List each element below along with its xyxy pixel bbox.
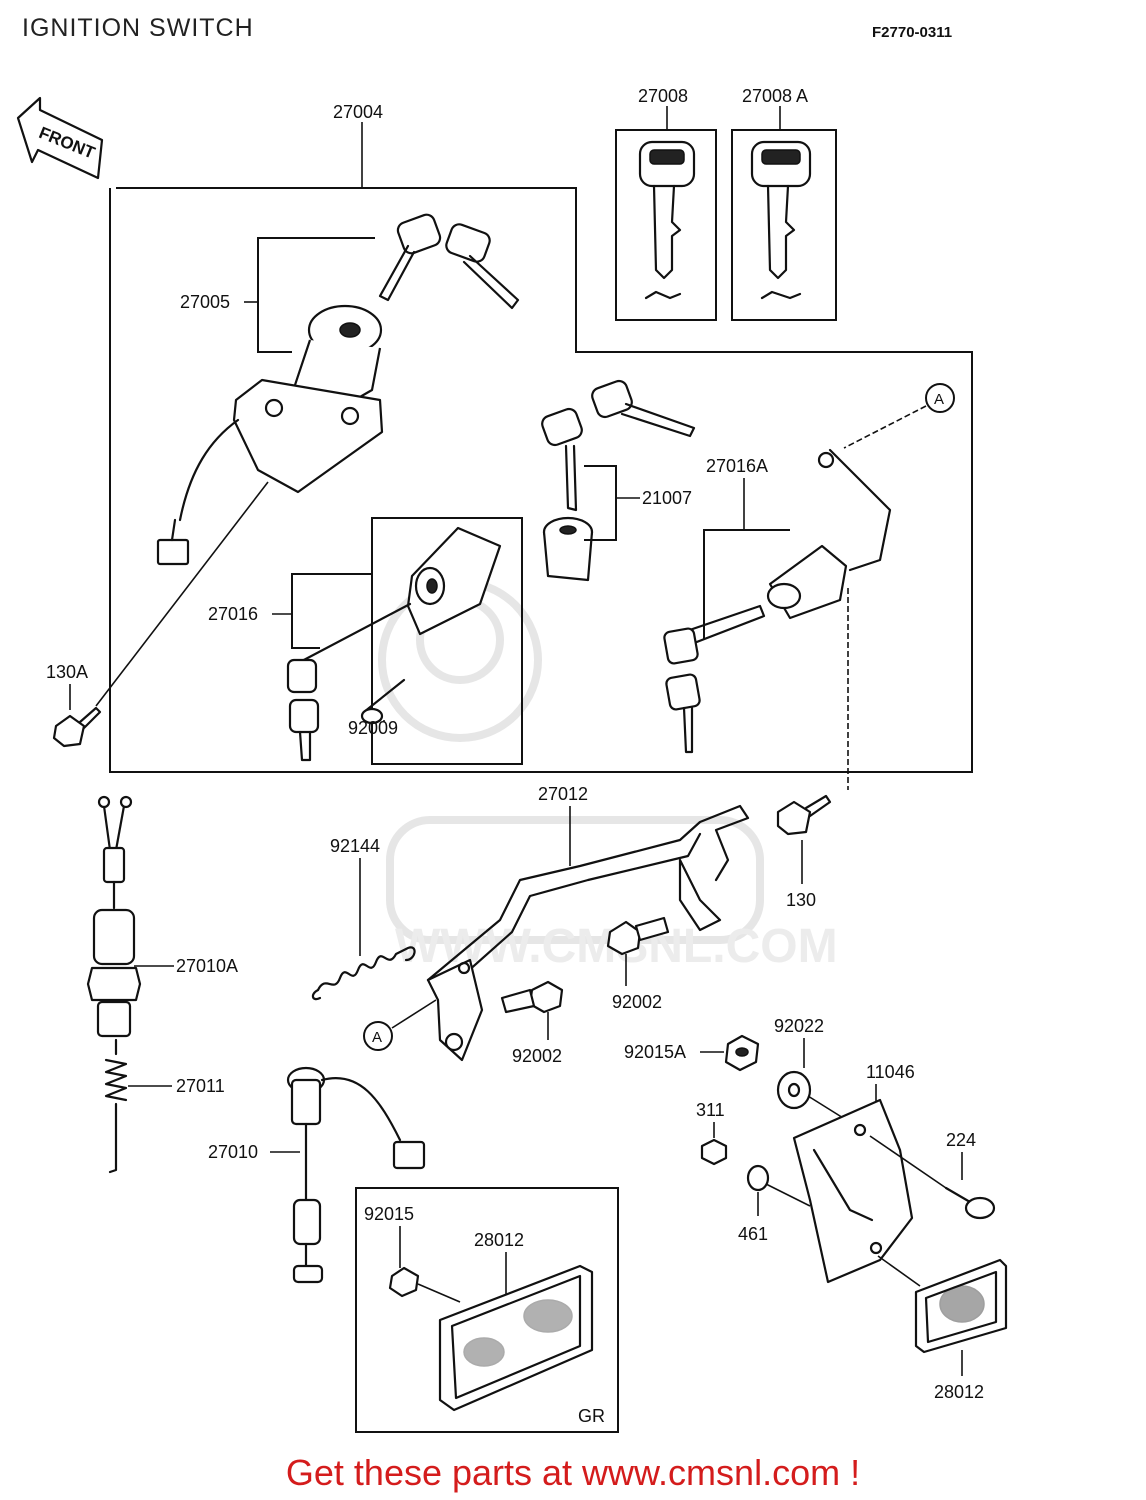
- washer-461: [746, 1164, 770, 1192]
- label-27008a: 27008 A: [742, 86, 808, 106]
- switch-27010: [286, 1066, 426, 1284]
- key-27008-icon: [638, 140, 696, 300]
- label-28012-a: 28012: [474, 1230, 524, 1250]
- label-92015: 92015: [364, 1204, 414, 1224]
- lock-27016: [286, 526, 502, 762]
- watermark-logo: WWW.CMSNL.COM: [378, 578, 838, 973]
- label-21007: 21007: [642, 488, 692, 508]
- keys-21007-icon: [541, 379, 696, 512]
- gr-box: [355, 1187, 619, 1433]
- label-92022: 92022: [774, 1016, 824, 1036]
- label-311: 311: [696, 1100, 725, 1120]
- nut-311: [700, 1138, 728, 1166]
- washer-92022: [776, 1070, 812, 1110]
- switch-92002-a: [500, 980, 564, 1014]
- label-92015a: 92015A: [624, 1042, 686, 1062]
- label-27011: 27011: [176, 1076, 225, 1096]
- parts-diagram: WWW.CMSNL.COM FRONT 27004 27008 27008 A …: [16, 86, 1008, 1433]
- label-130a: 130A: [46, 662, 88, 682]
- label-461: 461: [738, 1224, 768, 1244]
- bracket-27012: [426, 804, 750, 1062]
- label-92144: 92144: [330, 836, 380, 856]
- ignition-switch-27005: [156, 304, 384, 566]
- label-92002-a: 92002: [512, 1046, 562, 1066]
- label-27008: 27008: [638, 86, 688, 106]
- lock-cylinder-21007: [542, 516, 594, 582]
- page-title: IGNITION SWITCH: [22, 14, 254, 42]
- key-27008a-icon: [750, 140, 812, 300]
- key-box-27008: [615, 129, 717, 321]
- ignition-keys-icon: [378, 213, 520, 310]
- label-92009: 92009: [348, 718, 398, 738]
- svg-text:A: A: [372, 1029, 382, 1046]
- switch-92002-b: [606, 916, 670, 956]
- bolt-130: [776, 794, 832, 836]
- svg-text:A: A: [934, 391, 944, 408]
- diagram-code: F2770-0311: [872, 24, 953, 41]
- assembly-box-27004: [109, 187, 973, 773]
- label-27010a: 27010A: [176, 956, 238, 976]
- label-27004: 27004: [333, 102, 383, 122]
- label-27010: 27010: [208, 1142, 258, 1162]
- sensor-27010a: [86, 795, 142, 1038]
- bracket-11046: [792, 1098, 914, 1284]
- grommet-92015a: [724, 1034, 760, 1072]
- label-27005: 27005: [180, 292, 230, 312]
- reflector-28012-b: [914, 1258, 1008, 1354]
- label-27016a: 27016A: [706, 456, 768, 476]
- callout-a-top: [925, 383, 955, 413]
- screw-224: [944, 1186, 996, 1220]
- spring-27011: [104, 1038, 128, 1174]
- footer-link-text[interactable]: Get these parts at www.cmsnl.com !: [285, 1452, 861, 1493]
- label-11046: 11046: [866, 1062, 915, 1082]
- nut-92015: [388, 1266, 420, 1298]
- label-28012-b: 28012: [934, 1382, 984, 1402]
- gr-label: GR: [578, 1406, 605, 1426]
- label-224: 224: [946, 1130, 976, 1150]
- key-box-27008a: [731, 129, 837, 321]
- spring-92144: [311, 946, 416, 1001]
- seat-lock-27016a: [663, 448, 892, 754]
- box-27016: [371, 517, 523, 765]
- callout-a-bottom: [363, 1021, 393, 1051]
- label-130: 130: [786, 890, 816, 910]
- label-27012: 27012: [538, 784, 588, 804]
- reflector-28012-a: [438, 1264, 594, 1412]
- label-27016: 27016: [208, 604, 258, 624]
- label-92002-b: 92002: [612, 992, 662, 1012]
- bolt-130a: [52, 706, 102, 748]
- front-arrow-icon: FRONT: [16, 96, 104, 180]
